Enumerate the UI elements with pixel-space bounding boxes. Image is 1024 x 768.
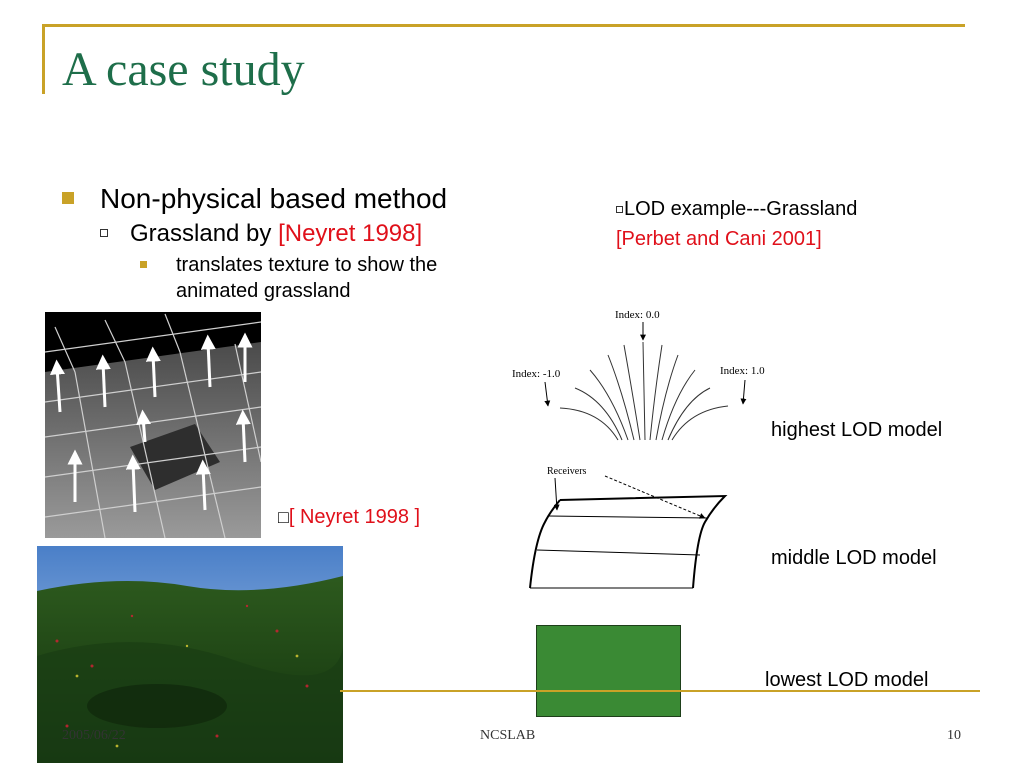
index-center-label: Index: 0.0 xyxy=(615,309,660,321)
citation-perbet-cani: [Perbet and Cani 2001] xyxy=(616,228,822,250)
grassland-rendering xyxy=(37,546,343,763)
lowest-lod-label: lowest LOD model xyxy=(765,669,929,691)
frame-left-line xyxy=(42,24,45,94)
footer-date: 2005/06/22 xyxy=(62,728,126,743)
highest-lod-label: highest LOD model xyxy=(771,419,943,441)
frame-top-line xyxy=(42,24,965,27)
figure-citation: □[ Neyret 1998 ] xyxy=(278,506,420,529)
page-number: 10 xyxy=(947,728,961,743)
bullet-level3-text: translates texture to show the animated … xyxy=(176,254,438,302)
index-right-label: Index: 1.0 xyxy=(720,365,765,377)
bullet-hollow-square-marker xyxy=(100,229,108,237)
middle-lod-diagram: Receivers xyxy=(529,466,728,589)
bullet-small-square-marker xyxy=(140,261,147,268)
lod-example-title: LOD example---Grassland xyxy=(624,198,858,220)
highest-lod-diagram: Index: 0.0 Index: -1.0 Index: 1.0 xyxy=(512,309,765,441)
grid-texture-figure xyxy=(45,312,261,538)
footer-center: NCSLAB xyxy=(480,728,536,743)
bullet-square-marker xyxy=(62,192,74,204)
bullet-level1-text: Non-physical based method xyxy=(100,183,448,214)
bullet-level2-text: Grassland by xyxy=(130,220,279,247)
hollow-square-glyph: □ xyxy=(278,507,289,527)
bullet-hollow-square-marker xyxy=(616,206,623,213)
figure-citation-text: [ Neyret 1998 ] xyxy=(288,506,421,528)
index-left-label: Index: -1.0 xyxy=(512,368,561,380)
bullet-level2: Grassland by [Neyret 1998] xyxy=(100,220,422,248)
bullet-level1: Non-physical based method xyxy=(62,183,447,215)
lod-example-header: LOD example---Grassland [Perbet and Cani… xyxy=(616,194,857,254)
lowest-lod-block xyxy=(536,625,681,717)
frame-bottom-line xyxy=(340,690,980,692)
bullet-level3: translates texture to show the animated … xyxy=(140,252,496,304)
middle-lod-label: middle LOD model xyxy=(771,547,937,569)
citation-neyret: [Neyret 1998] xyxy=(278,220,423,247)
receivers-label: Receivers xyxy=(547,466,587,477)
slide-title: A case study xyxy=(62,43,305,96)
